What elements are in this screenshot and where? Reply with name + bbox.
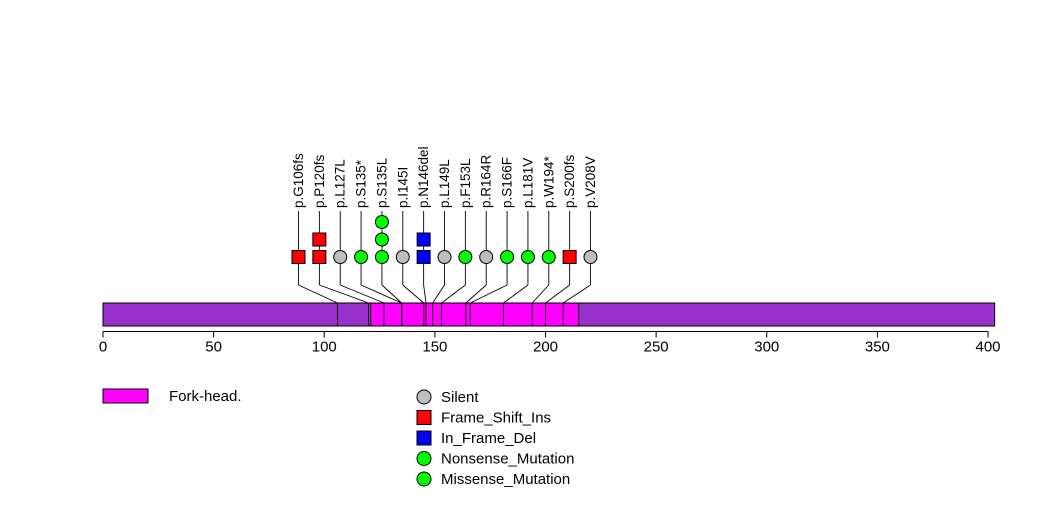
mutation-marker xyxy=(520,250,535,264)
legend-marker-nonsense_mutation xyxy=(416,451,432,466)
legend-label-in_frame_del: In_Frame_Del xyxy=(441,430,536,447)
mutation-label: p.S135* xyxy=(354,159,369,208)
callout-diagonal-line xyxy=(531,284,550,304)
mutation-label: p.L149L xyxy=(437,159,452,208)
callout-diagonal-line xyxy=(298,284,338,304)
mutation-marker xyxy=(500,250,515,264)
legend-domain-swatch xyxy=(102,388,149,404)
callout-diagonal-line xyxy=(340,284,385,304)
mutation-marker xyxy=(333,250,348,264)
mutation-label: p.S166F xyxy=(500,157,515,208)
mutation-marker xyxy=(312,250,327,264)
callout-diagonal-line xyxy=(470,284,508,304)
x-axis-tick-label: 200 xyxy=(533,339,558,356)
legend-label-nonsense_mutation: Nonsense_Mutation xyxy=(441,451,574,468)
callout-diagonal-line xyxy=(562,284,591,304)
x-axis-tick-label: 300 xyxy=(754,339,779,356)
domain-fork-head xyxy=(370,302,580,327)
x-axis-tick-label: 150 xyxy=(422,339,447,356)
x-axis-tick-label: 400 xyxy=(975,339,1000,356)
mutation-label: p.W194* xyxy=(541,155,556,208)
mutation-marker xyxy=(312,232,327,247)
mutation-marker xyxy=(291,250,306,264)
callout-diagonal-line xyxy=(319,284,369,304)
mutation-marker xyxy=(583,250,598,264)
mutation-label: p.G106fs xyxy=(291,153,306,208)
legend-marker-frame_shift_ins xyxy=(416,410,432,425)
mutation-marker xyxy=(416,250,431,264)
x-axis-tick-label: 100 xyxy=(312,339,337,356)
mutation-marker xyxy=(354,250,369,264)
mutation-label: p.S200fs xyxy=(562,154,577,208)
mutation-marker xyxy=(437,250,452,264)
legend-marker-silent xyxy=(416,389,432,405)
mutation-label: p.I145I xyxy=(395,167,410,208)
mutation-label: p.F153L xyxy=(458,158,473,208)
legend-marker-missense_mutation xyxy=(416,471,432,487)
legend-domain-label: Fork-head. xyxy=(169,388,242,405)
legend-label-missense_mutation: Missense_Mutation xyxy=(441,471,570,488)
mutation-marker xyxy=(541,250,556,264)
mutation-marker xyxy=(395,250,410,264)
callout-diagonal-line xyxy=(432,284,445,304)
mutation-marker xyxy=(374,232,389,247)
callout-diagonal-line xyxy=(360,284,402,304)
mutation-label: p.N146del xyxy=(416,146,431,208)
mutation-label: p.R164R xyxy=(479,154,494,208)
callout-diagonal-line xyxy=(402,284,425,304)
mutation-label: p.V208V xyxy=(583,156,598,208)
x-axis-tick-label: 350 xyxy=(865,339,890,356)
callout-diagonal-line xyxy=(441,284,466,304)
mutation-label: p.L127L xyxy=(333,159,348,208)
mutation-marker xyxy=(458,250,473,264)
callout-diagonal-line xyxy=(381,284,402,304)
mutation-label: p.S135L xyxy=(374,157,389,208)
mutation-marker xyxy=(562,250,577,264)
legend-label-silent: Silent xyxy=(441,389,479,406)
mutation-marker xyxy=(479,250,494,264)
callout-diagonal-line xyxy=(545,284,570,304)
legend-label-frame_shift_ins: Frame_Shift_Ins xyxy=(441,410,551,427)
x-axis-tick-label: 0 xyxy=(99,339,107,356)
mutation-label: p.L181V xyxy=(520,158,535,208)
mutation-marker xyxy=(374,215,389,229)
callout-diagonal-line xyxy=(503,284,529,304)
callout-diagonal-line xyxy=(465,284,487,304)
x-axis-tick-label: 50 xyxy=(205,339,222,356)
x-axis-tick-label: 250 xyxy=(644,339,669,356)
callout-diagonal-line xyxy=(423,284,427,304)
mutation-marker xyxy=(374,250,389,264)
mutation-label: p.P120fs xyxy=(312,154,327,208)
legend-marker-in_frame_del xyxy=(416,430,432,446)
mutation-marker xyxy=(416,232,431,247)
